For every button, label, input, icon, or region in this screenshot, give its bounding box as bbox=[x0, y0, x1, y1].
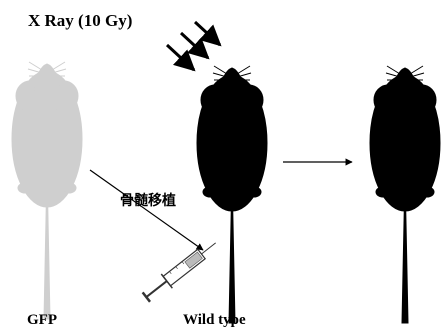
xray-label: X Ray (10 Gy) bbox=[28, 11, 132, 30]
syringe-icon bbox=[141, 236, 221, 304]
wild-type-mouse-icon bbox=[197, 66, 267, 323]
gfp-label: GFP bbox=[27, 312, 57, 328]
recipient-mouse-icon bbox=[370, 66, 440, 323]
transplant-arrow bbox=[90, 170, 203, 250]
transplant-label: 骨髄移植 bbox=[120, 192, 176, 209]
wild-type-label: Wild type bbox=[183, 312, 246, 328]
radiation-arrows-icon bbox=[167, 22, 220, 70]
gfp-donor-mouse-icon bbox=[12, 62, 82, 319]
